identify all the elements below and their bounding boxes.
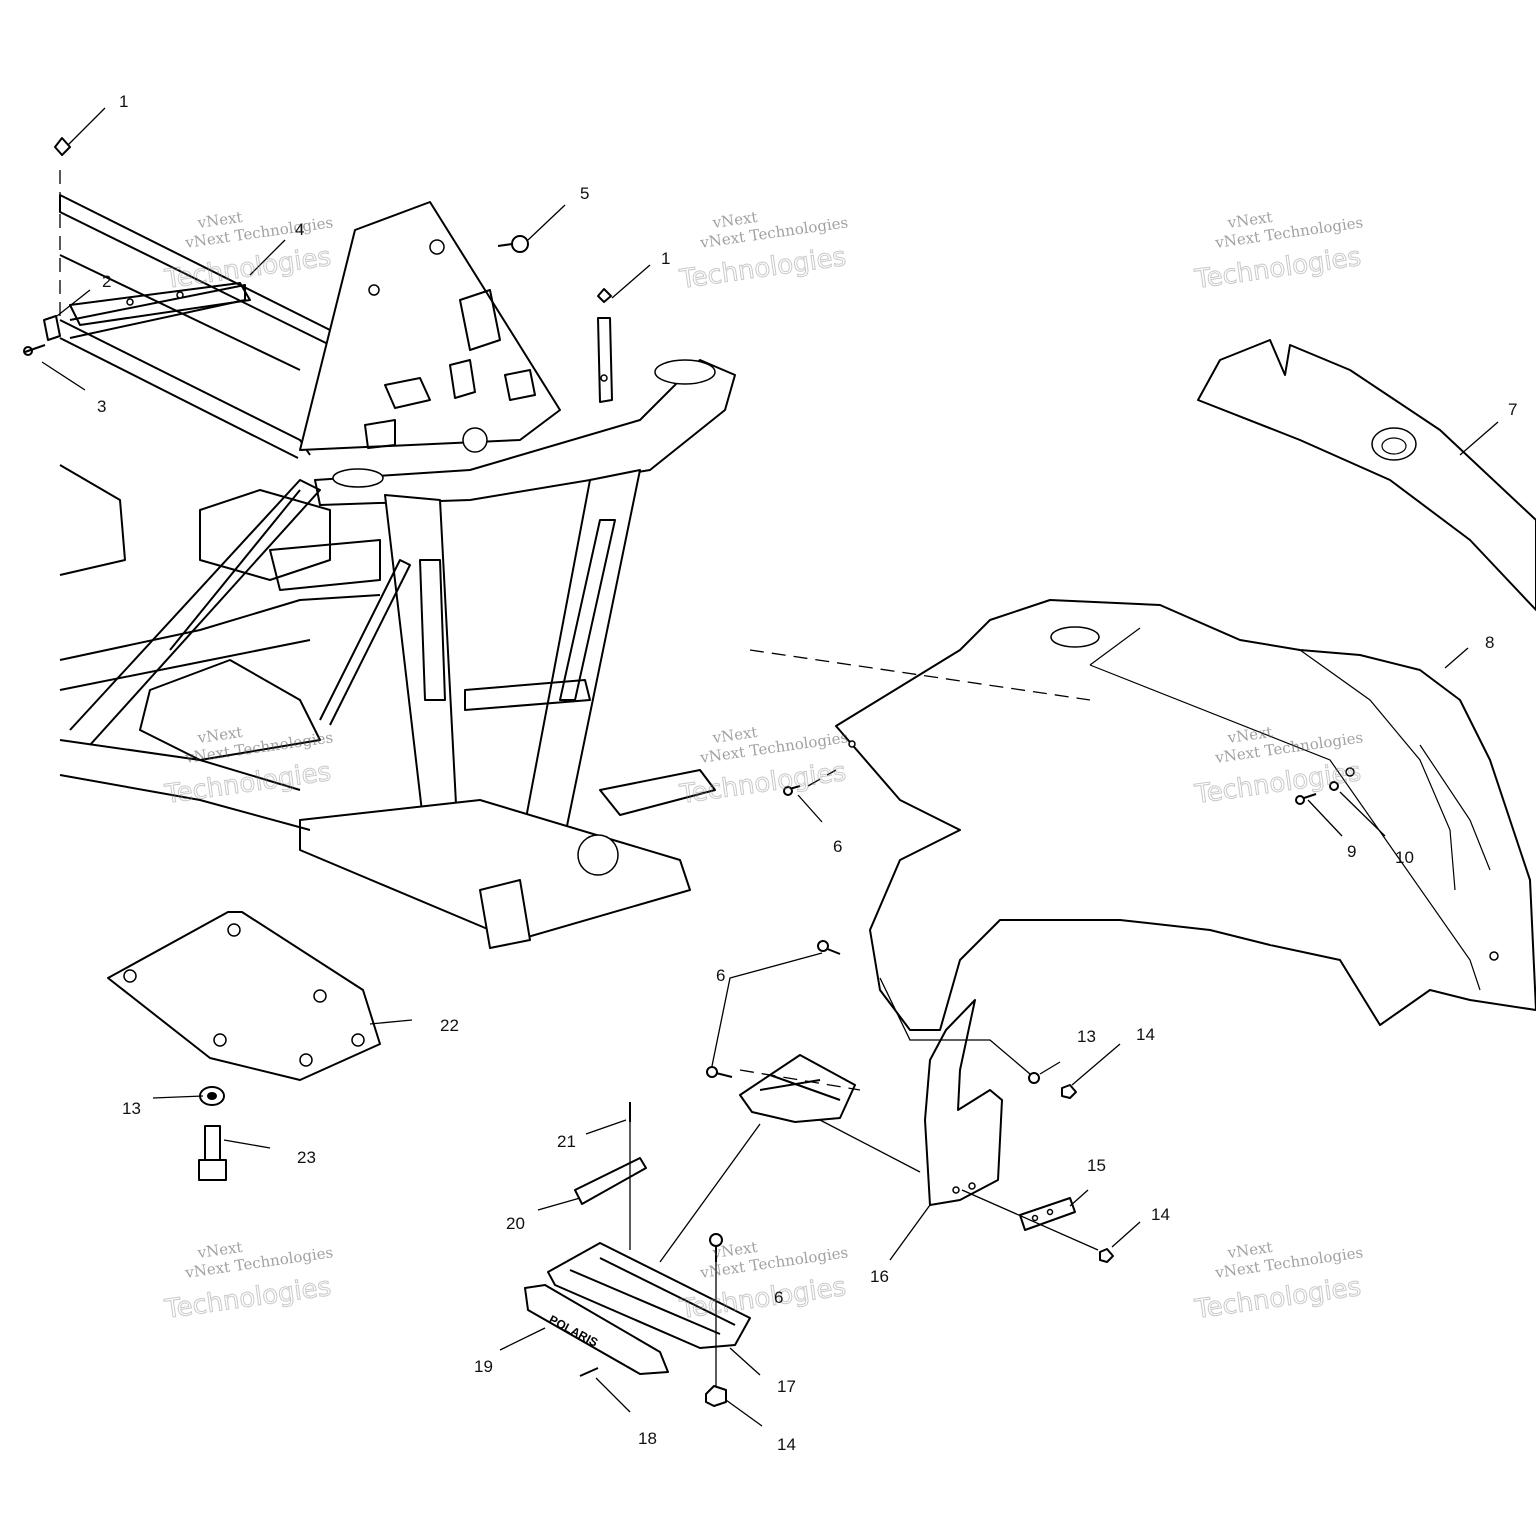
watermark: vNext vNext Technologies Technologies	[677, 723, 849, 811]
slotted-rail	[574, 1157, 647, 1205]
reinforcement-plate	[1019, 1197, 1076, 1231]
upper-panel	[1197, 339, 1536, 611]
watermark: vNext vNext Technologies Technologies	[1192, 208, 1364, 296]
callout-1: 1	[661, 249, 670, 268]
callout-3: 3	[97, 397, 106, 416]
callout-13: 13	[1077, 1027, 1096, 1046]
callout-1: 1	[119, 92, 128, 111]
callout-14: 14	[1151, 1205, 1170, 1224]
frame-assembly	[23, 194, 736, 949]
callout-4: 4	[295, 220, 304, 239]
callout-6: 6	[833, 837, 842, 856]
callout-22: 22	[440, 1016, 459, 1035]
callout-7: 7	[1508, 400, 1517, 419]
callout-19: 19	[474, 1357, 493, 1376]
callout-14: 14	[1136, 1025, 1155, 1044]
callout-20: 20	[506, 1214, 525, 1233]
callout-8: 8	[1485, 633, 1494, 652]
callout-14: 14	[777, 1435, 796, 1454]
callout-21: 21	[557, 1132, 576, 1151]
washer-and-bolt-under-skid	[198, 1086, 227, 1181]
callout-15: 15	[1087, 1156, 1106, 1175]
footrest-bracket	[739, 1054, 856, 1123]
callout-13: 13	[122, 1099, 141, 1118]
watermark: vNext vNext Technologies Technologies	[677, 1238, 849, 1326]
watermark: vNext vNext Technologies Technologies	[677, 208, 849, 296]
callout-23: 23	[297, 1148, 316, 1167]
callout-2: 2	[102, 272, 111, 291]
callout-17: 17	[777, 1377, 796, 1396]
callout-9: 9	[1347, 842, 1356, 861]
watermark: vNext vNext Technologies Technologies	[162, 1238, 334, 1326]
leader-lines	[41, 107, 1499, 1427]
callout-5: 5	[580, 184, 589, 203]
hardware	[54, 137, 1339, 1407]
callout-6: 6	[774, 1288, 783, 1307]
callout-18: 18	[638, 1429, 657, 1448]
watermark: vNext vNext Technologies Technologies	[162, 208, 334, 296]
footrest	[524, 1242, 751, 1375]
front-fender	[835, 599, 1536, 1031]
mud-flap	[924, 999, 1003, 1206]
callout-labels: 1 2 3 4 5 1 7 8 6 9 10 6 22 13 23 13 14 …	[97, 92, 1517, 1454]
skid-plate	[107, 911, 381, 1081]
callout-16: 16	[870, 1267, 889, 1286]
callout-6: 6	[716, 966, 725, 985]
callout-10: 10	[1395, 848, 1414, 867]
watermark: vNext vNext Technologies Technologies	[1192, 1238, 1364, 1326]
